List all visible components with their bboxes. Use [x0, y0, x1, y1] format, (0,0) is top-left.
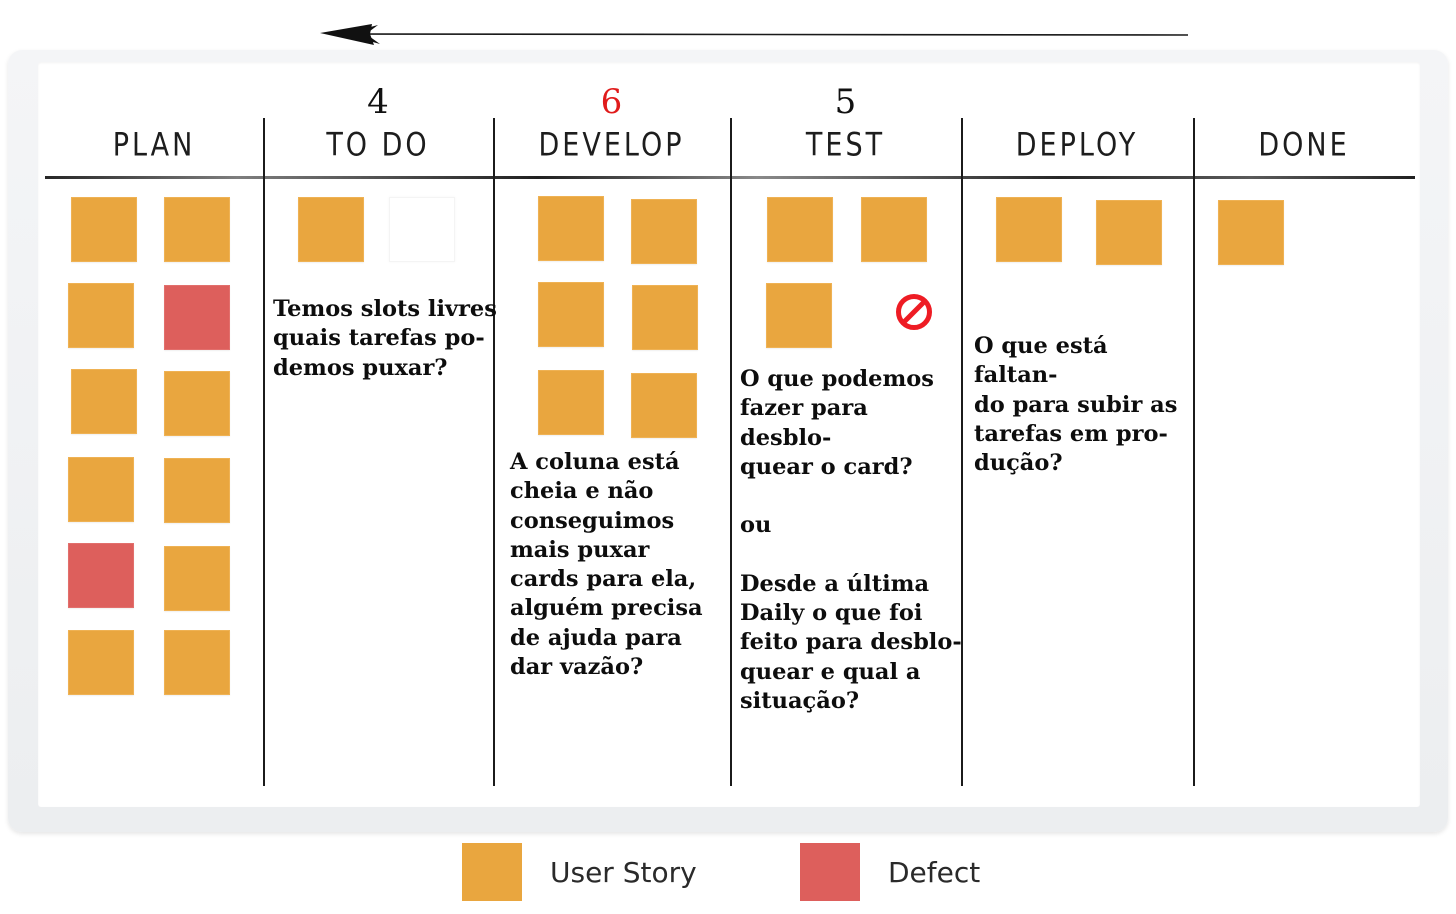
whiteboard-frame — [8, 50, 1448, 832]
card-deploy-2[interactable] — [1096, 200, 1162, 265]
kanban-board: PLAN 4 TO DO 6 DEVELOP 5 TEST DEPLOY DON… — [8, 50, 1448, 832]
column-header-test[interactable]: TEST — [805, 127, 886, 164]
column-divider-5 — [1193, 118, 1195, 786]
column-header-deploy[interactable]: DEPLOY — [1015, 127, 1139, 164]
wip-limit-todo: 4 — [367, 82, 389, 122]
card-plan-1[interactable] — [71, 197, 137, 262]
card-plan-11[interactable] — [68, 630, 134, 695]
card-todo-1[interactable] — [298, 197, 364, 262]
card-plan-3[interactable] — [68, 283, 134, 348]
legend: User Story Defect — [0, 840, 1456, 904]
legend-item-user-story: User Story — [462, 843, 697, 901]
card-plan-8[interactable] — [164, 458, 230, 523]
legend-label-defect: Defect — [888, 855, 981, 889]
legend-label-user-story: User Story — [550, 855, 697, 889]
card-test-2[interactable] — [861, 197, 927, 262]
card-test-3[interactable] — [766, 283, 832, 348]
card-plan-7[interactable] — [68, 457, 134, 522]
card-plan-10[interactable] — [164, 546, 230, 611]
card-plan-12[interactable] — [164, 630, 230, 695]
card-done-1[interactable] — [1218, 200, 1284, 265]
card-test-1[interactable] — [767, 197, 833, 262]
card-plan-2[interactable] — [164, 197, 230, 262]
whiteboard-surface — [38, 62, 1420, 807]
card-develop-1[interactable] — [538, 196, 604, 261]
column-divider-4 — [961, 118, 963, 786]
blocked-icon[interactable] — [894, 292, 934, 332]
column-header-plan[interactable]: PLAN — [112, 127, 196, 164]
note-deploy: O que está faltan- do para subir as tare… — [974, 333, 1178, 476]
note-test: O que podemos fazer para desblo- quear o… — [740, 366, 962, 714]
note-todo: Temos slots livres quais tarefas po- dem… — [273, 296, 497, 381]
card-todo-empty-slot[interactable] — [389, 197, 455, 262]
column-header-todo[interactable]: TO DO — [326, 127, 430, 164]
legend-swatch-user-story — [462, 843, 522, 901]
column-header-develop[interactable]: DEVELOP — [538, 127, 685, 164]
legend-swatch-defect — [800, 843, 860, 901]
card-develop-6[interactable] — [631, 373, 697, 438]
card-plan-5[interactable] — [71, 369, 137, 434]
legend-item-defect: Defect — [800, 843, 980, 901]
card-develop-4[interactable] — [632, 285, 698, 350]
wip-limit-test: 5 — [834, 82, 857, 122]
column-divider-2 — [493, 118, 495, 786]
card-deploy-1[interactable] — [996, 197, 1062, 262]
column-divider-1 — [263, 118, 265, 786]
card-plan-4[interactable] — [164, 285, 230, 350]
card-plan-6[interactable] — [164, 371, 230, 436]
card-develop-3[interactable] — [538, 282, 604, 347]
wip-limit-develop: 6 — [600, 82, 623, 122]
column-divider-3 — [730, 118, 732, 786]
card-develop-5[interactable] — [538, 370, 604, 435]
card-plan-9[interactable] — [68, 543, 134, 608]
card-develop-2[interactable] — [631, 199, 697, 264]
pull-direction-arrow — [320, 24, 1189, 45]
note-develop: A coluna está cheia e não conseguimos ma… — [510, 449, 703, 680]
column-header-done[interactable]: DONE — [1258, 127, 1350, 164]
